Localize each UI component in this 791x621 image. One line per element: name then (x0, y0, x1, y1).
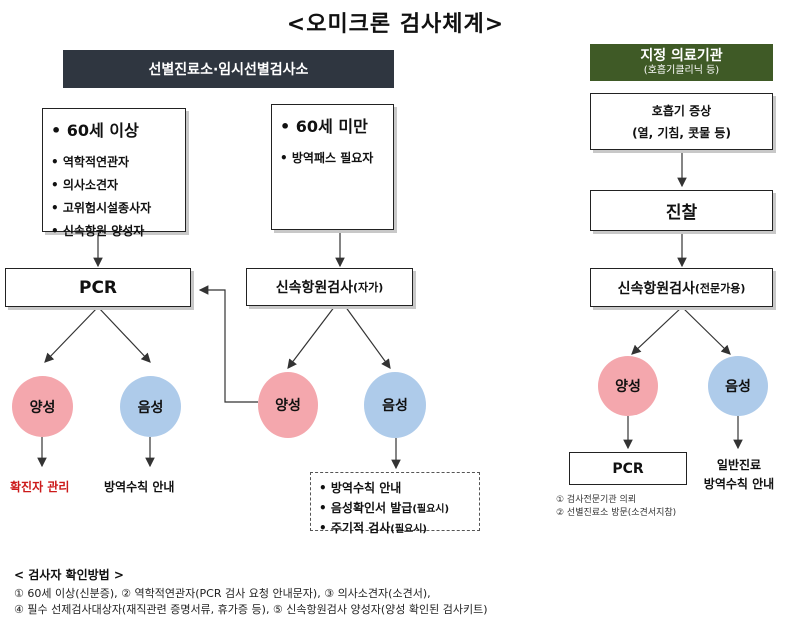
negative-action-text: 방역수칙 안내 (330, 481, 402, 495)
mid-negative-circle: 음성 (364, 372, 426, 438)
rapid-pro-box: 신속항원검사(전문가용) (590, 268, 773, 307)
mid-positive-circle: 양성 (258, 372, 318, 438)
right-header-line2: (호흡기클리닉 등) (643, 65, 720, 76)
arrow-rapid-to-neg (344, 305, 391, 369)
age60-item: • 고위험시설종사자 (51, 201, 152, 215)
arrow-rapid-to-rpos (631, 306, 683, 355)
age60-criteria-box: • 60세 이상 • 역학적연관자 • 의사소견자 • 고위험시설종사자 • 신… (42, 108, 186, 238)
age60-item-text: 신속항원 양성자 (62, 224, 145, 238)
pcr-right-box: PCR (569, 452, 687, 485)
age60-title-text: 60세 이상 (66, 121, 139, 140)
age60-item-text: 역학적연관자 (62, 155, 130, 169)
under60-item: • 방역패스 필요자 (280, 151, 374, 165)
negative-action-text: 주기적 검사 (330, 521, 391, 535)
right-header-line1: 지정 의료기관 (640, 47, 723, 64)
negative-action-text: 음성확인서 발급 (330, 501, 413, 515)
rapid-self-suffix: (자가) (352, 281, 384, 294)
negative-action-item: • 방역수칙 안내 (319, 481, 402, 495)
right-note-item: ① 검사전문기관 의뢰 (556, 495, 637, 505)
under60-title: • 60세 미만 (280, 117, 368, 136)
age60-item: • 역학적연관자 (51, 155, 130, 169)
rapid-self-main: 신속항원검사 (275, 280, 353, 296)
negative-action-item: • 주기적 검사(필요시) (319, 521, 427, 535)
left-negative-circle: 음성 (120, 376, 181, 437)
under60-title-text: 60세 미만 (295, 117, 368, 136)
quarantine-guide-label: 방역수칙 안내 (104, 480, 175, 494)
right-note-item: ② 선별진료소 방문(소견서지참) (556, 508, 677, 518)
right-header: 지정 의료기관 (호흡기클리닉 등) (590, 44, 773, 81)
footer-line: ④ 필수 선제검사대상자(재직관련 증명서류, 휴가증 등), ⑤ 신속항원검사… (14, 603, 488, 616)
footer-title: < 검사자 확인방법 > (14, 568, 124, 582)
right-negative-result-line1: 일반진료 (716, 458, 762, 472)
age60-item-text: 고위험시설종사자 (62, 201, 152, 215)
confirmed-management-label: 확진자 관리 (10, 480, 70, 494)
rapid-pro-main: 신속항원검사 (617, 280, 695, 297)
negative-action-item: • 음성확인서 발급(필요시) (319, 501, 450, 515)
under60-criteria-box: • 60세 미만 • 방역패스 필요자 (271, 104, 394, 230)
footer-line: ① 60세 이상(신분증), ② 역학적연관자(PCR 검사 요청 안내문자),… (14, 587, 431, 600)
right-negative-result: 일반진료 방역수칙 안내 (690, 456, 788, 494)
left-positive-circle: 양성 (12, 376, 73, 437)
right-negative-circle: 음성 (708, 356, 768, 416)
symptom-line1: 호흡기 증상 (651, 103, 712, 118)
footer-text: ① 60세 이상(신분증), ② 역학적연관자(PCR 검사 요청 안내문자),… (14, 586, 784, 618)
symptom-box: 호흡기 증상 (열, 기침, 콧물 등) (590, 93, 773, 150)
age60-item: • 의사소견자 (51, 178, 119, 192)
negative-action-suffix: (필요시) (412, 504, 450, 515)
age60-item: • 신속항원 양성자 (51, 224, 145, 238)
arrow-pcr-to-pos (44, 306, 99, 363)
negative-action-suffix: (필요시) (390, 524, 427, 535)
left-header: 선별진료소·임시선별검사소 (63, 50, 394, 88)
page-title: <오미크론 검사체계> (286, 12, 505, 37)
right-negative-result-line2: 방역수칙 안내 (703, 477, 775, 491)
rapid-pro-suffix: (전문가용) (694, 281, 746, 295)
symptom-line2: (열, 기침, 콧물 등) (632, 125, 731, 140)
right-notes: ① 검사전문기관 의뢰 ② 선별진료소 방문(소견서지참) (556, 494, 756, 520)
rapid-self-box: 신속항원검사(자가) (246, 268, 413, 306)
pcr-left-box: PCR (5, 268, 191, 307)
diagnosis-box: 진찰 (590, 190, 773, 231)
arrow-pos-to-pcr (198, 285, 258, 403)
age60-item-text: 의사소견자 (62, 178, 119, 192)
arrow-rapid-to-pos (287, 305, 336, 369)
under60-item-text: 방역패스 필요자 (291, 151, 374, 165)
negative-actions-box: • 방역수칙 안내 • 음성확인서 발급(필요시) • 주기적 검사(필요시) (310, 472, 480, 535)
right-positive-circle: 양성 (598, 356, 658, 416)
age60-title: • 60세 이상 (51, 121, 139, 140)
arrow-rapid-to-rneg (681, 306, 731, 355)
arrow-pcr-to-neg (97, 306, 151, 363)
